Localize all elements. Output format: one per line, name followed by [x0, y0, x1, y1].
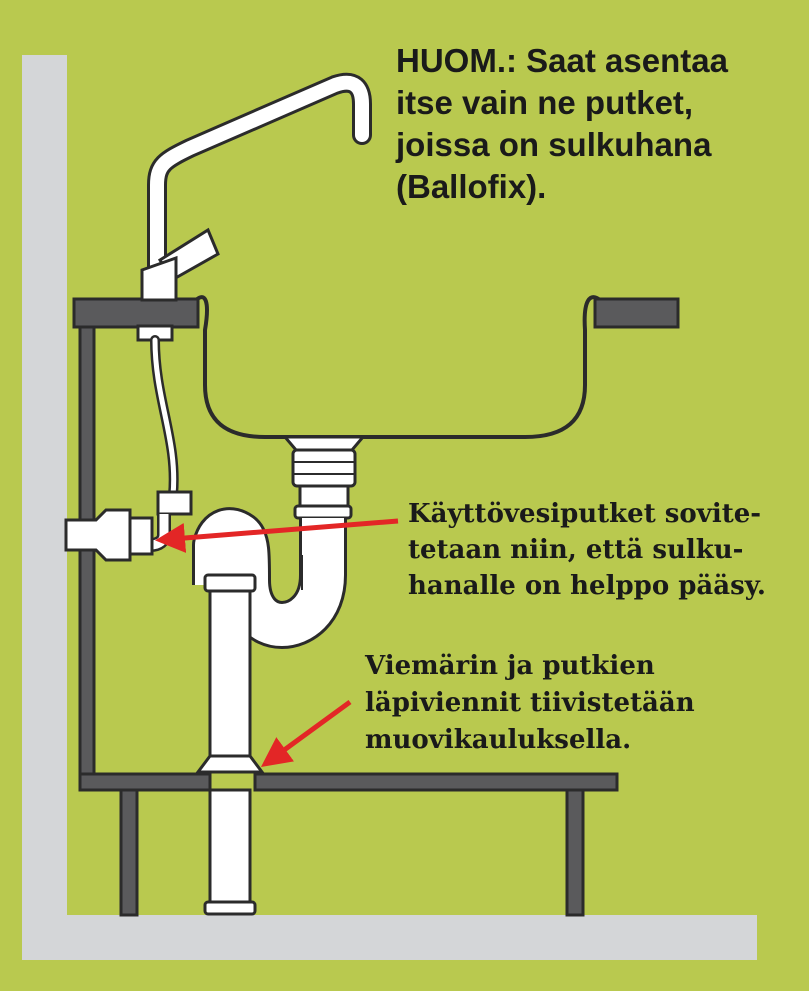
- cabinet-bottom-shelf: [78, 772, 619, 917]
- cabinet-leg: [565, 788, 585, 917]
- countertop-left: [72, 297, 200, 329]
- floor: [22, 915, 757, 960]
- installation-note: HUOM.: Saat asentaa itse vain ne putket,…: [396, 40, 796, 208]
- caption-line: Käyttövesiputket sovite-: [408, 499, 762, 529]
- wall: [22, 55, 67, 960]
- faucet: [136, 72, 372, 342]
- note-line: itse vain ne putket,: [396, 84, 694, 121]
- cabinet-back-panel: [78, 316, 96, 788]
- caption-line: Viemärin ja putkien: [365, 651, 655, 681]
- valve-nut: [128, 516, 154, 556]
- arrow-to-collar: [260, 699, 352, 767]
- drain-caption: Viemärin ja putkien läpiviennit tiiviste…: [365, 648, 785, 759]
- sink-bowl: [194, 295, 602, 439]
- note-line: HUOM.: Saat asentaa: [396, 42, 728, 79]
- wall-and-floor: [22, 55, 757, 960]
- caption-line: muovikauluksella.: [365, 725, 632, 755]
- note-line: (Ballofix).: [396, 168, 547, 205]
- sink-drain: [281, 435, 367, 520]
- caption-line: hanalle on helppo pääsy.: [408, 571, 766, 601]
- drain-pipe: [203, 573, 257, 916]
- water-pipe-caption: Käyttövesiputket sovite- tetaan niin, et…: [408, 496, 808, 604]
- caption-line: tetaan niin, että sulku-: [408, 535, 744, 565]
- cabinet-leg: [119, 788, 139, 917]
- countertop-right: [593, 297, 680, 329]
- caption-line: läpiviennit tiivistetään: [365, 688, 695, 718]
- arrow-to-valve: [155, 518, 399, 553]
- note-line: joissa on sulkuhana: [396, 126, 712, 163]
- plastic-collar: [195, 754, 265, 774]
